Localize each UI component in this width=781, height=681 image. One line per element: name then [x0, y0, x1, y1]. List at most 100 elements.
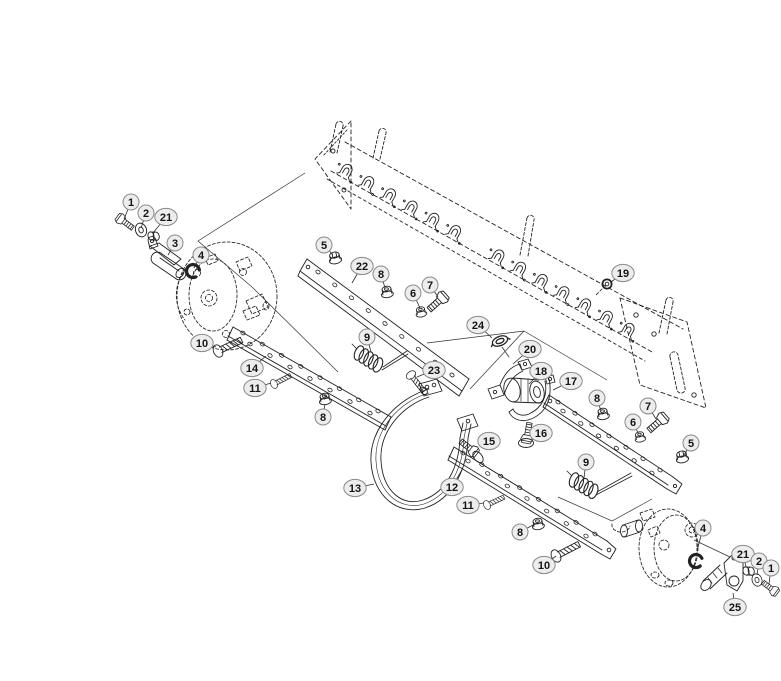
alignment-lines [197, 172, 731, 558]
svg-text:7: 7 [645, 401, 651, 413]
svg-text:13: 13 [349, 483, 361, 495]
svg-text:8: 8 [517, 527, 523, 539]
callout-14[interactable]: 14 [240, 355, 267, 378]
spring-part-9-right [565, 470, 633, 501]
callout-4[interactable]: 4 [694, 519, 712, 552]
frame-spring-clips [332, 159, 642, 343]
svg-text:12: 12 [446, 482, 458, 494]
callout-21[interactable]: 21 [152, 207, 178, 234]
callout-6[interactable]: 6 [624, 413, 642, 434]
washer-part-6-top [414, 305, 428, 319]
svg-text:2: 2 [756, 556, 762, 568]
svg-text:11: 11 [462, 500, 474, 512]
svg-text:7: 7 [427, 280, 433, 292]
callout-24[interactable]: 24 [466, 315, 493, 339]
bolt-part-15 [456, 436, 484, 464]
callout-8[interactable]: 8 [372, 265, 390, 289]
callout-6[interactable]: 6 [404, 284, 422, 309]
svg-text:22: 22 [356, 261, 368, 273]
svg-text:18: 18 [535, 366, 547, 378]
callout-15[interactable]: 15 [477, 431, 501, 451]
callout-11[interactable]: 11 [456, 495, 485, 515]
left-disk-hub [175, 241, 278, 351]
callout-10[interactable]: 10 [532, 555, 557, 575]
bolt-part-11-left [268, 370, 294, 391]
svg-text:4: 4 [700, 523, 707, 535]
svg-text:8: 8 [594, 393, 600, 405]
callout-17[interactable]: 17 [552, 371, 583, 391]
roller-part-18 [503, 377, 545, 404]
svg-text:14: 14 [246, 363, 259, 375]
callout-13[interactable]: 13 [343, 478, 375, 498]
callout-7[interactable]: 7 [639, 397, 657, 420]
svg-text:4: 4 [198, 250, 205, 262]
svg-text:8: 8 [320, 412, 326, 424]
callout-3[interactable]: 3 [166, 234, 184, 256]
callout-8[interactable]: 8 [588, 389, 606, 412]
svg-text:5: 5 [688, 438, 694, 450]
callout-21[interactable]: 21 [731, 544, 755, 568]
bolt-part-23 [404, 368, 429, 396]
svg-text:9: 9 [583, 457, 589, 469]
callout-16[interactable]: 16 [529, 423, 553, 443]
svg-text:23: 23 [428, 365, 440, 377]
nut-part-19 [594, 278, 613, 297]
u-strap-part-13 [370, 378, 479, 511]
clip-part-24 [490, 335, 511, 348]
callout-1[interactable]: 1 [122, 193, 140, 220]
callout-22[interactable]: 22 [350, 256, 374, 284]
carriage-bolt-part-10-bottom [548, 537, 583, 565]
svg-text:16: 16 [535, 428, 547, 440]
snap-ring-part-4-left [183, 261, 202, 281]
svg-text:6: 6 [630, 417, 636, 429]
svg-text:21: 21 [160, 212, 172, 224]
svg-text:11: 11 [249, 383, 261, 395]
svg-text:21: 21 [737, 549, 749, 561]
callout-2[interactable]: 2 [137, 204, 155, 229]
svg-text:15: 15 [483, 436, 495, 448]
svg-text:1: 1 [128, 197, 134, 209]
svg-text:10: 10 [196, 338, 208, 350]
svg-text:9: 9 [364, 332, 370, 344]
callout-20[interactable]: 20 [512, 339, 542, 365]
svg-text:2: 2 [143, 208, 149, 220]
right-disk-hub [611, 508, 700, 588]
nut-part-5-left [327, 250, 343, 266]
bar-part-14 [226, 326, 392, 431]
callout-1[interactable]: 1 [762, 559, 780, 585]
clip-24-leader-line [501, 346, 510, 358]
nut-part-5-right [674, 449, 690, 465]
svg-text:1: 1 [768, 563, 774, 575]
bolt-part-1-left [113, 211, 137, 234]
callout-7[interactable]: 7 [421, 276, 439, 298]
svg-text:3: 3 [172, 238, 178, 250]
callout-8[interactable]: 8 [314, 403, 332, 426]
callout-8[interactable]: 8 [511, 523, 534, 541]
svg-text:10: 10 [538, 560, 550, 572]
callout-18[interactable]: 18 [528, 361, 553, 385]
callout-2[interactable]: 2 [750, 552, 768, 576]
callout-5[interactable]: 5 [315, 236, 334, 256]
svg-text:5: 5 [321, 240, 327, 252]
bolt-part-16 [518, 421, 536, 448]
callout-9[interactable]: 9 [358, 328, 376, 353]
nut-part-8-right [595, 406, 611, 422]
washer-part-6-right [633, 430, 647, 444]
nut-part-8-top [379, 284, 395, 300]
svg-text:24: 24 [472, 320, 485, 332]
callout-9[interactable]: 9 [577, 453, 595, 479]
callout-23[interactable]: 23 [416, 360, 446, 380]
nut-part-8-bottom [530, 516, 546, 532]
svg-text:6: 6 [410, 288, 416, 300]
callout-12[interactable]: 12 [440, 467, 464, 497]
callout-11[interactable]: 11 [243, 378, 272, 398]
callout-4[interactable]: 4 [192, 246, 210, 269]
callout-25[interactable]: 25 [723, 592, 747, 617]
callout-10[interactable]: 10 [190, 333, 217, 353]
svg-text:19: 19 [617, 268, 629, 280]
callout-19[interactable]: 19 [610, 263, 635, 283]
callout-5[interactable]: 5 [682, 434, 700, 456]
svg-text:17: 17 [565, 376, 577, 388]
washer-part-2-left [133, 221, 149, 239]
